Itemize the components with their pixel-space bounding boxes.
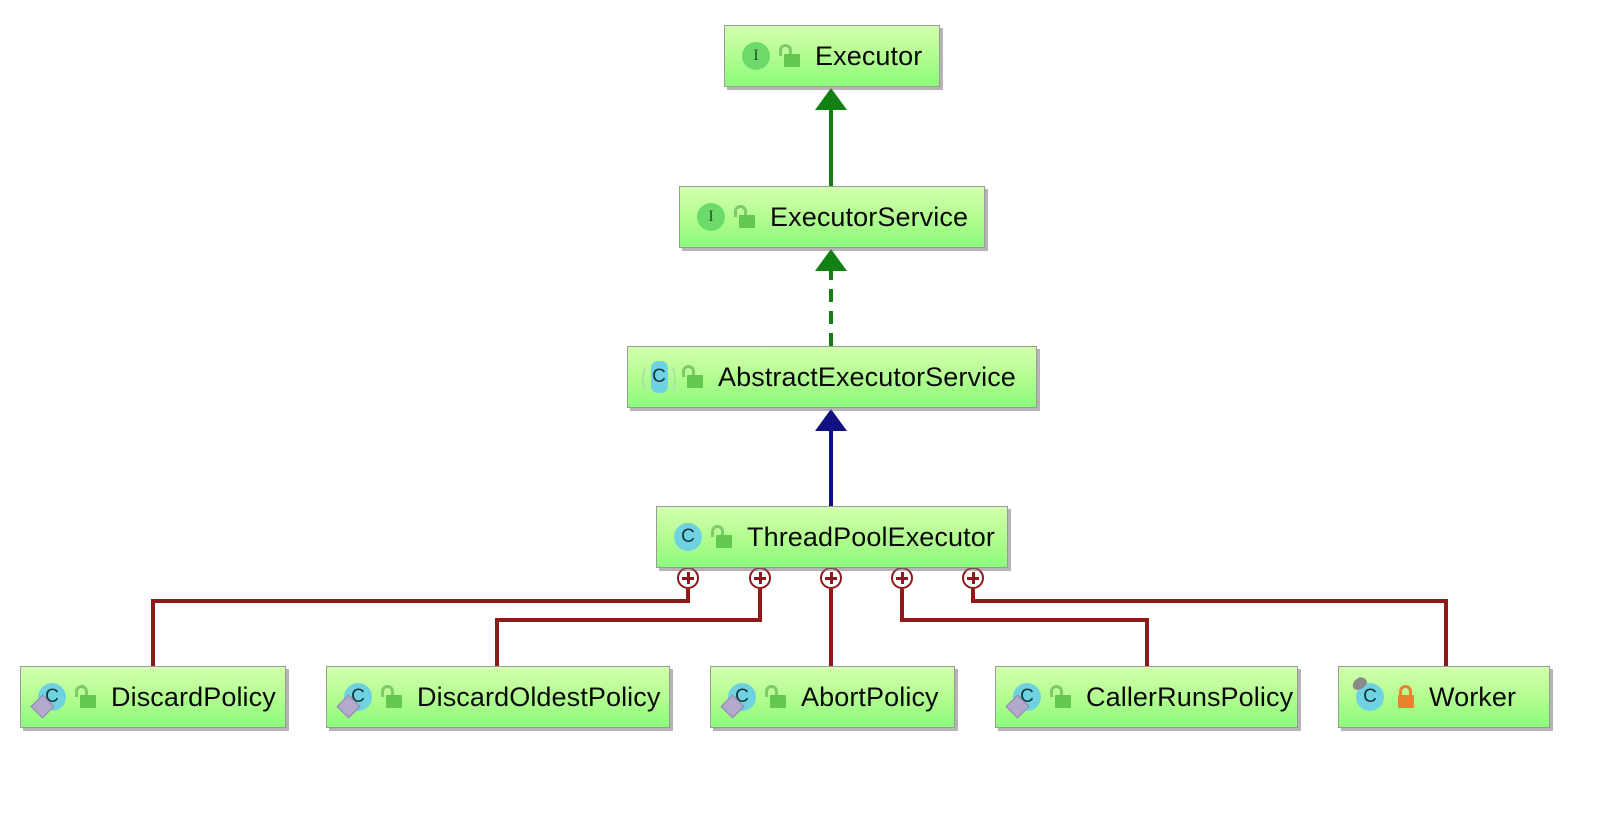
unlocked-padlock-icon [75, 682, 101, 712]
inner-class-icon: C [1005, 680, 1044, 719]
node-label-worker: Worker [1429, 681, 1517, 712]
node-label-abort-policy: AbortPolicy [801, 681, 939, 712]
unlocked-padlock-icon [765, 682, 791, 712]
node-discard-policy[interactable]: C DiscardPolicy [20, 666, 286, 728]
edge-inner-class-callerrunspolicy [900, 589, 1149, 666]
unlocked-padlock-icon [1050, 682, 1076, 712]
locked-padlock-icon [1393, 682, 1419, 712]
inner-class-icon: C [336, 680, 375, 719]
node-label-thread-pool-executor: ThreadPoolExecutor [747, 521, 995, 552]
class-icon-glyph: C [1356, 683, 1384, 711]
node-executor-service[interactable]: I ExecutorService [679, 186, 985, 248]
interface-icon-glyph: I [742, 42, 770, 70]
node-label-caller-runs-policy: CallerRunsPolicy [1086, 681, 1294, 712]
interface-icon: I [694, 200, 728, 234]
class-icon-glyph: C [674, 523, 702, 551]
plus-circle-icon-worker [962, 567, 984, 589]
node-label-discard-oldest-policy: DiscardOldestPolicy [417, 681, 661, 712]
node-thread-pool-executor[interactable]: C ThreadPoolExecutor [656, 506, 1008, 568]
node-abort-policy[interactable]: C AbortPolicy [710, 666, 955, 728]
node-label-abstract-executor-service: AbstractExecutorService [718, 361, 1016, 392]
node-label-executor-service: ExecutorService [770, 201, 969, 232]
interface-icon: I [739, 39, 773, 73]
abstract-class-icon-glyph: C [652, 366, 666, 387]
abstract-class-icon: C [642, 360, 676, 394]
plus-circle-icon-abortpolicy [820, 567, 842, 589]
node-discard-oldest-policy[interactable]: C DiscardOldestPolicy [326, 666, 670, 728]
edge-inner-class-discardoldestpolicy [495, 589, 762, 666]
inner-class-icon: C [30, 680, 69, 719]
edge-abstractexecutorservice-implements-executorservice [815, 249, 847, 346]
interface-icon-glyph: I [697, 203, 725, 231]
node-label-executor: Executor [815, 40, 923, 71]
class-icon: C [671, 520, 705, 554]
node-executor[interactable]: I Executor [724, 25, 940, 87]
unlocked-padlock-icon [381, 682, 407, 712]
node-worker[interactable]: C Worker [1338, 666, 1550, 728]
edge-inner-class-worker [971, 589, 1448, 666]
unlocked-padlock-icon [682, 362, 708, 392]
unlocked-padlock-icon [734, 202, 760, 232]
plus-circle-icon-callerrunspolicy [891, 567, 913, 589]
unlocked-padlock-icon [711, 522, 737, 552]
node-caller-runs-policy[interactable]: C CallerRunsPolicy [995, 666, 1298, 728]
node-abstract-executor-service[interactable]: C AbstractExecutorService [627, 346, 1037, 408]
unlocked-padlock-icon [779, 41, 805, 71]
inner-class-icon: C [720, 680, 759, 719]
edge-threadpoolexecutor-extends-abstractexecutorservice [815, 409, 847, 506]
edge-executorservice-extends-executor [815, 88, 847, 186]
edge-inner-class-discardpolicy [151, 589, 690, 666]
node-label-discard-policy: DiscardPolicy [111, 681, 276, 712]
plus-circle-icon-discardoldestpolicy [749, 567, 771, 589]
plus-circle-icon-discardpolicy [677, 567, 699, 589]
inner-class-worker-icon: C [1350, 675, 1387, 714]
